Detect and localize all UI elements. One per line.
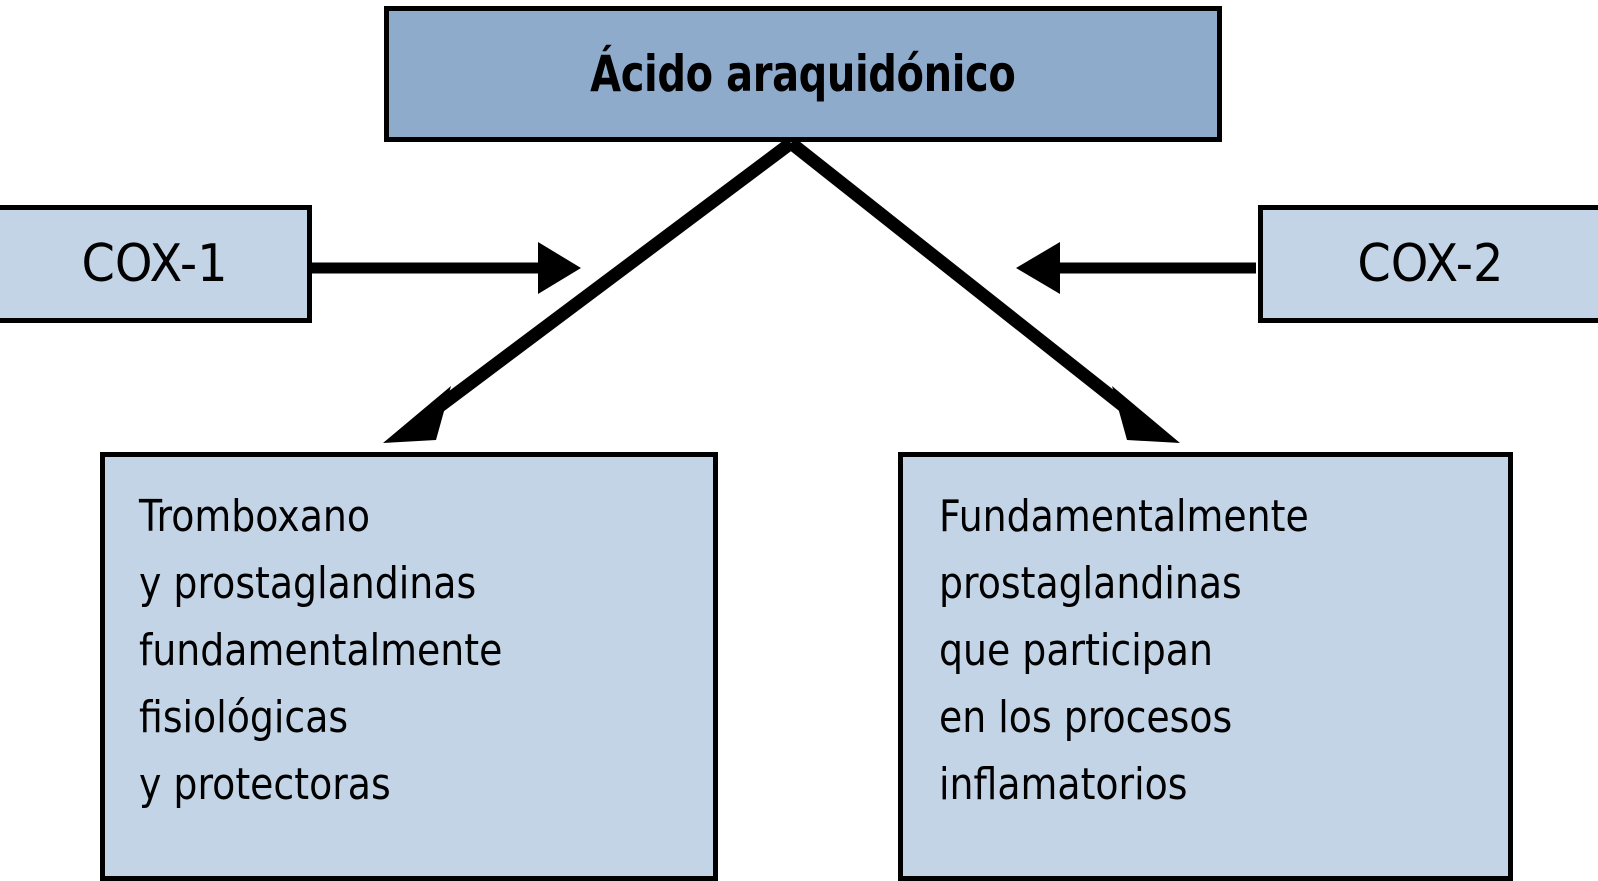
arachidonic-to-right-outcome-arrow: [786, 137, 1180, 443]
right-outcome-line: inflamatorios: [939, 759, 1188, 810]
cox2-to-arachidonic-arrow: [1016, 242, 1256, 294]
left-outcome-line: y prostaglandinas: [139, 558, 477, 609]
cox1-to-arachidonic-arrow: [312, 242, 581, 294]
arachidonic-acid-box: Ácido araquidónico: [384, 6, 1222, 142]
left-outcome-line: fisiológicas: [139, 692, 349, 743]
cox-2-box: COX-2: [1258, 205, 1598, 323]
cox-1-box: COX-1: [0, 205, 312, 323]
right-outcome-line: Fundamentalmente: [939, 491, 1309, 542]
left-outcome-line: fundamentalmente: [139, 625, 503, 676]
right-outcome-line: que participan: [939, 625, 1213, 676]
right-outcome-line: en los procesos: [939, 692, 1233, 743]
left-outcome-box: Tromboxano y prostaglandinas fundamental…: [100, 452, 718, 881]
right-outcome-box: Fundamentalmente prostaglandinas que par…: [898, 452, 1513, 881]
cox-2-label: COX-2: [1356, 234, 1504, 294]
arachidonic-acid-label: Ácido araquidónico: [590, 45, 1016, 103]
right-outcome-line: prostaglandinas: [939, 558, 1242, 609]
cox-1-label: COX-1: [81, 234, 228, 294]
arachidonic-to-left-outcome-arrow: [383, 137, 795, 443]
left-outcome-line: y protectoras: [139, 759, 391, 810]
left-outcome-line: Tromboxano: [139, 491, 371, 542]
